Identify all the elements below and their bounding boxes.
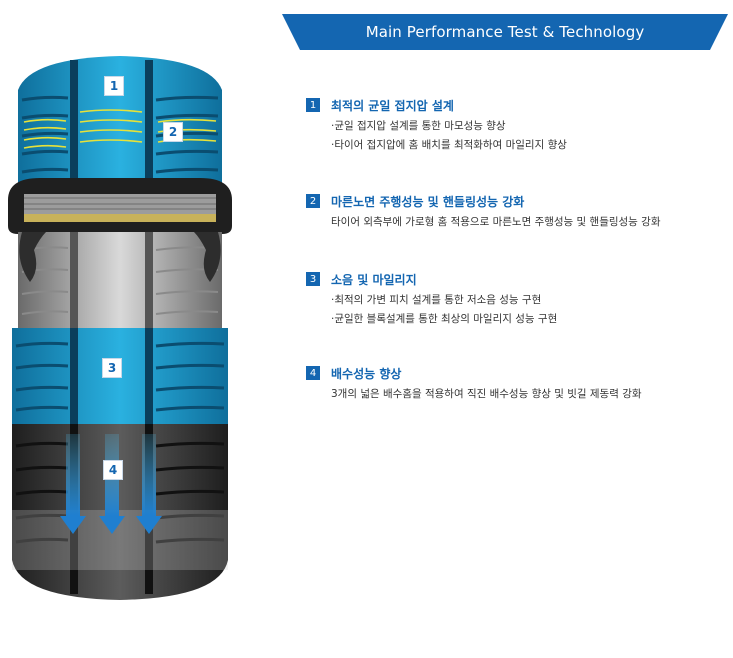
feature-title: 최적의 균일 접지압 설계 xyxy=(331,98,454,113)
section-banner xyxy=(282,14,728,50)
feature-1: 1 최적의 균일 접지압 설계 ·균일 접지압 설계를 통한 마모성능 향상 ·… xyxy=(306,96,726,155)
tire-badge-4: 4 xyxy=(103,460,123,480)
feature-number: 4 xyxy=(306,366,320,380)
feature-number: 2 xyxy=(306,194,320,208)
feature-title: 소음 및 마일리지 xyxy=(331,272,417,287)
banner-title: Main Performance Test & Technology xyxy=(365,23,645,41)
feature-desc-line: ·타이어 접지압에 홈 배치를 최적화하여 마일리지 향상 xyxy=(331,139,567,151)
feature-desc-line: ·최적의 가변 피치 설계를 통한 저소음 성능 구현 xyxy=(331,294,542,306)
tire-badge-2: 2 xyxy=(163,122,183,142)
feature-title: 마른노면 주행성능 및 핸들링성능 강화 xyxy=(331,194,525,209)
feature-desc-line: ·균일한 블록설계를 통한 최상의 마일리지 성능 구현 xyxy=(331,313,558,325)
tire-cutaway-illustration xyxy=(8,56,232,600)
feature-desc-line: 3개의 넓은 배수홈을 적용하여 직진 배수성능 향상 및 빗길 제동력 강화 xyxy=(331,388,642,400)
feature-number: 1 xyxy=(306,98,320,112)
feature-2: 2 마른노면 주행성능 및 핸들링성능 강화 타이어 외측부에 가로형 홈 적용… xyxy=(306,192,726,232)
feature-3: 3 소음 및 마일리지 ·최적의 가변 피치 설계를 통한 저소음 성능 구현 … xyxy=(306,270,726,329)
feature-4: 4 배수성능 향상 3개의 넓은 배수홈을 적용하여 직진 배수성능 향상 및 … xyxy=(306,364,726,404)
tire-badge-1: 1 xyxy=(104,76,124,96)
tire-badge-3: 3 xyxy=(102,358,122,378)
feature-desc-line: 타이어 외측부에 가로형 홈 적용으로 마른노면 주행성능 및 핸들링성능 강화 xyxy=(331,216,661,228)
drainage-arrows xyxy=(60,434,162,534)
feature-title: 배수성능 향상 xyxy=(331,366,402,381)
feature-number: 3 xyxy=(306,272,320,286)
feature-desc-line: ·균일 접지압 설계를 통한 마모성능 향상 xyxy=(331,120,506,132)
